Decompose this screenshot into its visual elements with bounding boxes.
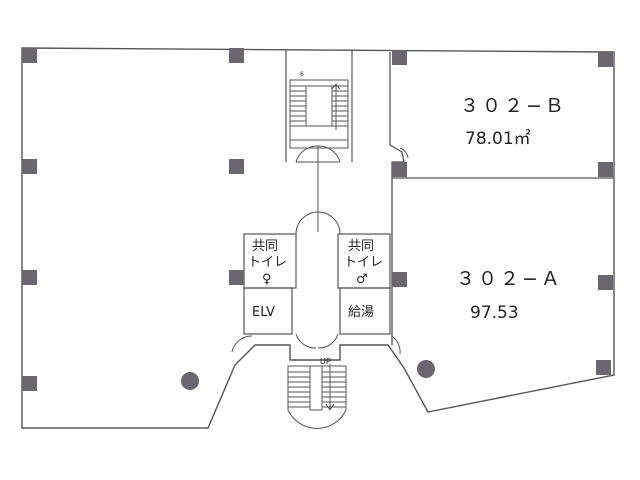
column: [229, 270, 244, 285]
stair-top-marker: 6: [300, 71, 304, 78]
column: [392, 162, 407, 177]
column: [22, 159, 37, 174]
unit-302b-name: ３０２−Ｂ: [460, 95, 567, 117]
toilet-male-line1: 共同: [348, 239, 374, 254]
corridor-door-upper: [295, 211, 341, 235]
toilet-female-line1: 共同: [252, 239, 278, 254]
outer-wall: [21, 47, 615, 429]
column: [22, 376, 37, 391]
column: [598, 162, 613, 177]
column: [596, 360, 611, 375]
stair-bottom-up-label: UP: [320, 357, 331, 366]
column: [598, 52, 613, 67]
kitchenette-label: 給湯: [348, 305, 374, 320]
round-column: [417, 360, 435, 378]
stair-bottom: [287, 364, 347, 429]
unit-302a-area: 97.53: [470, 303, 519, 323]
elevator-label: ELV: [252, 305, 275, 320]
unit-302b-area: 78.01㎡: [465, 129, 531, 149]
column: [229, 159, 244, 174]
column: [392, 50, 407, 65]
core-right: [337, 233, 391, 335]
toilet-female-symbol: ♀: [262, 272, 272, 287]
column: [229, 48, 244, 63]
corridor-door-lower: [231, 333, 401, 355]
column: [392, 272, 407, 287]
column: [598, 275, 613, 290]
core-left: [243, 233, 297, 335]
stair-top: [289, 79, 349, 149]
toilet-female-line2: トイレ: [248, 255, 287, 270]
unit-302a-name: ３０２−Ａ: [456, 268, 563, 290]
toilet-male-symbol: ♂: [356, 272, 368, 287]
toilet-male-line2: トイレ: [344, 255, 383, 270]
columns: [22, 48, 613, 391]
column: [22, 48, 37, 63]
round-column: [181, 372, 199, 390]
column: [22, 270, 37, 285]
